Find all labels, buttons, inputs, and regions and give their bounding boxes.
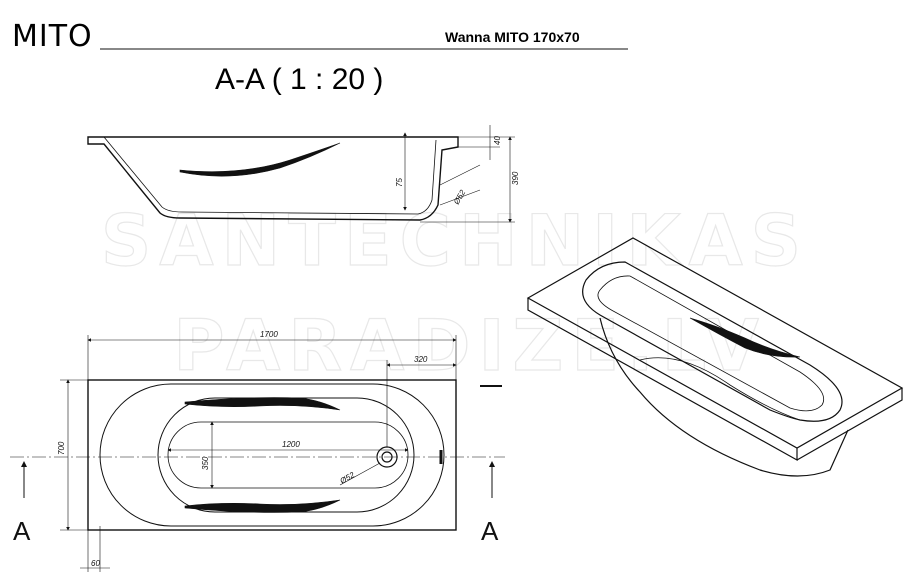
iso-basin-outline xyxy=(582,261,843,422)
dim-d52-label-plan: Ø52 xyxy=(338,470,357,486)
bathtub-section-outline xyxy=(87,136,459,221)
iso-armrest xyxy=(689,317,801,358)
iso-bottom-line xyxy=(639,357,801,421)
bathtub-basin-outline xyxy=(157,397,415,513)
bathtub-rim-outline xyxy=(99,383,445,527)
dim-40-label: 40 xyxy=(493,136,502,145)
dim-390-label: 390 xyxy=(511,171,520,185)
dim-d52-leader xyxy=(439,164,481,186)
bathtub-section-inner xyxy=(103,136,437,215)
watermark-line1: SANTECHNIKAS xyxy=(101,200,809,282)
dim-350-label: 350 xyxy=(201,456,210,470)
plan-view xyxy=(10,335,505,572)
dim-320-label: 320 xyxy=(414,355,428,364)
iso-rim-side-edge xyxy=(796,388,903,461)
bathtub-bottom-outline xyxy=(167,421,409,489)
armrest-profile-section xyxy=(179,142,341,177)
bathtub-outer-rect xyxy=(87,379,457,531)
iso-basin-inner xyxy=(597,275,825,412)
iso-rim-front-edge xyxy=(527,298,798,462)
armrest-top xyxy=(184,397,341,411)
watermark-line2: PARADIZE.LV xyxy=(173,305,767,387)
drawing-title: Wanna MITO 170x70 xyxy=(445,29,580,45)
dim-700-label: 700 xyxy=(57,441,66,455)
dim-d52-leader-plan xyxy=(339,462,381,486)
section-view xyxy=(87,125,515,223)
iso-underbody xyxy=(599,317,849,477)
section-label-left: A xyxy=(13,516,31,546)
section-title: A-A ( 1 : 20 ) xyxy=(215,63,383,96)
mito-logo: MITO xyxy=(12,19,93,54)
dim-1700-label: 1700 xyxy=(260,330,278,339)
dim-1200-label: 1200 xyxy=(282,440,300,449)
section-label-right: A xyxy=(481,516,499,546)
armrest-bottom xyxy=(184,499,341,513)
isometric-view xyxy=(526,237,904,477)
dim-75-label: 75 xyxy=(395,178,404,187)
dim-60-label: 60 xyxy=(91,559,100,568)
